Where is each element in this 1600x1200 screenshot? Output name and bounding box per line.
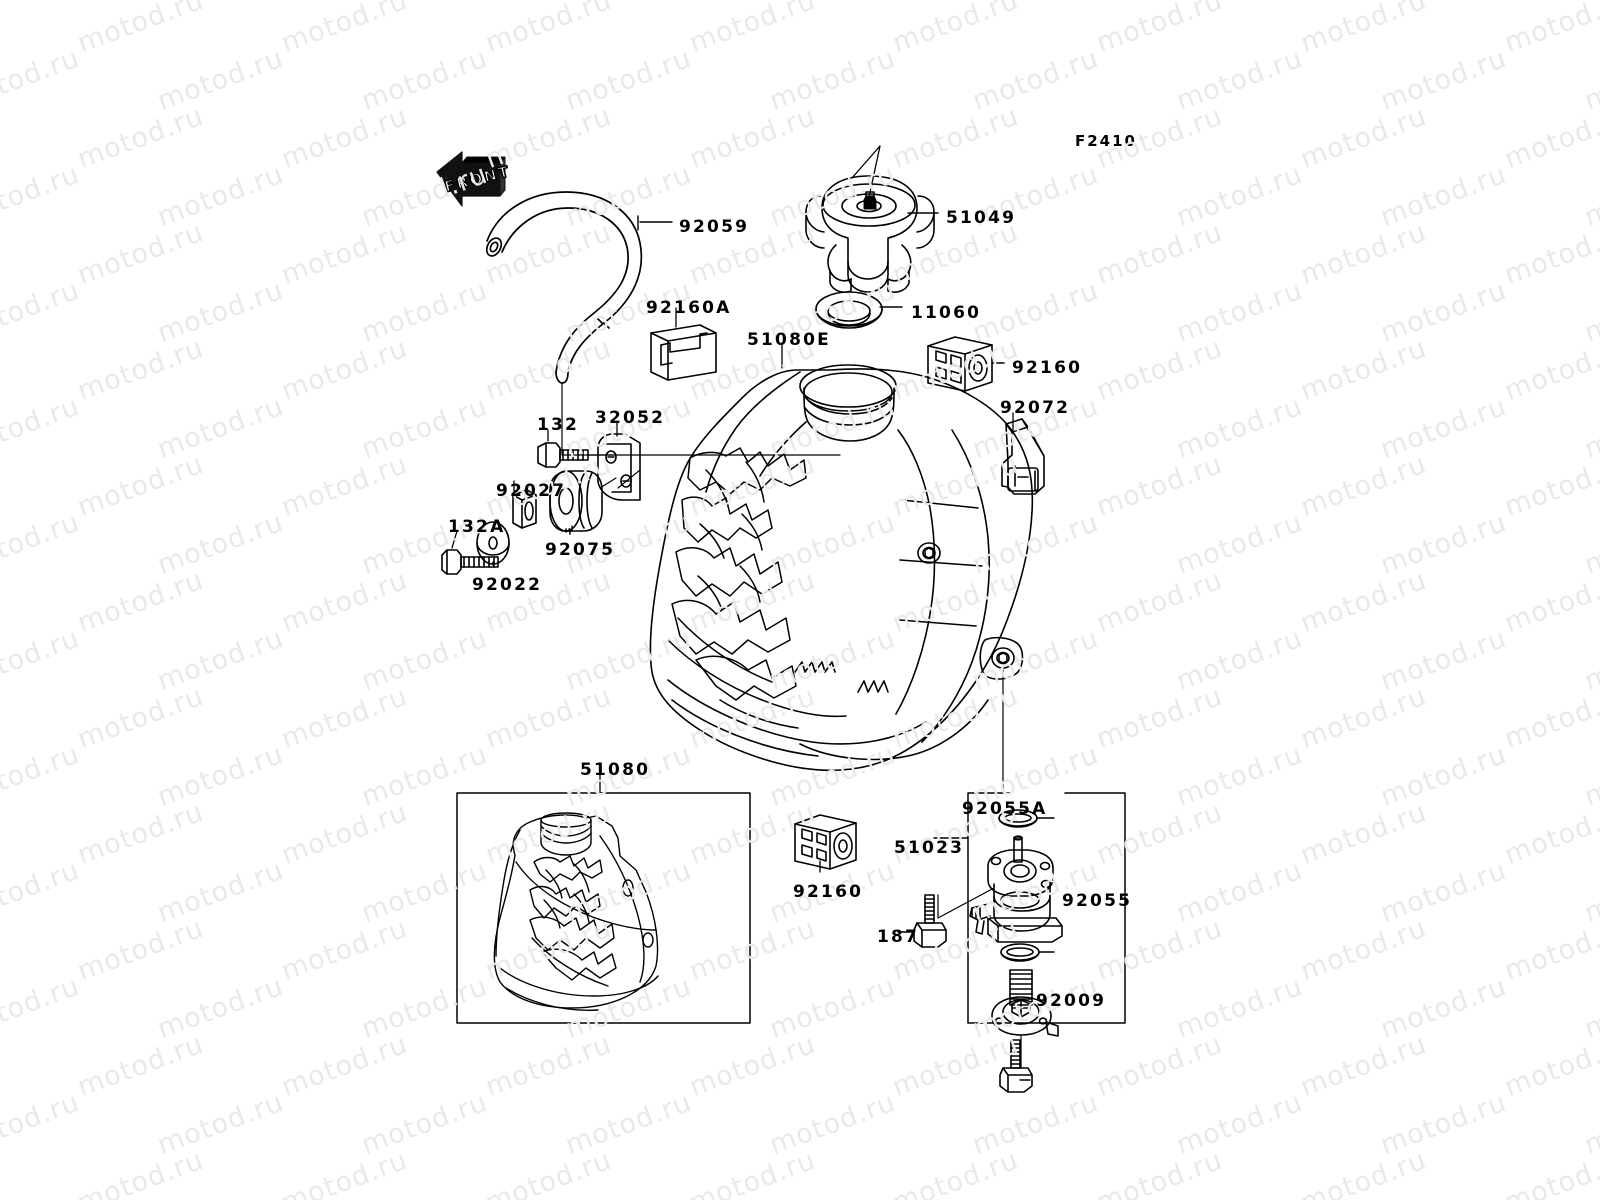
part-label-o-ring-92055[interactable]: 92055 [1062,891,1133,911]
part-label-fuel-tank-cap[interactable]: 51049 [946,208,1017,228]
bolt-132a-drawing [441,549,499,575]
damper-92075-drawing [549,470,603,532]
part-label-damper-92075[interactable]: 92075 [545,540,616,560]
part-label-damper-lower[interactable]: 92160 [793,882,864,902]
part-label-band-clamp[interactable]: 92072 [1000,398,1071,418]
part-label-fuel-hose[interactable]: 92059 [679,217,750,237]
part-label-screw-92009[interactable]: 92009 [1036,991,1107,1011]
part-label-bracket-32052[interactable]: 32052 [595,408,666,428]
part-label-collar-92027[interactable]: 92027 [496,481,567,501]
o-ring-92055-drawing [1000,891,1040,909]
fuel-hose-drawing [485,191,643,384]
part-label-bolt-132[interactable]: 132 [537,415,580,435]
tank-graphic-decal [667,447,847,729]
diagram-code: F2410 [1075,132,1137,150]
part-label-fuel-tank-51080e[interactable]: 51080E [747,330,831,350]
collar-92027-drawing [512,489,537,529]
damper-upper-drawing [927,336,993,392]
bolt-132-drawing [537,442,589,468]
part-label-bolt-187[interactable]: 187 [877,927,920,947]
part-label-o-ring-92055a[interactable]: 92055A [962,799,1048,819]
damper-92160a-drawing [650,324,717,381]
fuel-filter-spring-drawing [1009,969,1033,1006]
bolt-187-drawing [913,894,947,948]
front-arrow-icon: FRONT [436,151,513,207]
band-clamp-drawing [1001,418,1045,495]
inset-frame-51080 [456,792,751,1024]
gasket-ring-drawing [815,291,883,329]
part-label-washer-92022[interactable]: 92022 [472,575,543,595]
screw-92009-drawing [999,1039,1033,1093]
damper-lower-drawing [794,814,857,870]
valve-lever-plate-drawing [991,996,1059,1037]
fuel-cap-drawing [805,175,935,293]
part-label-bolt-132a[interactable]: 132A [448,517,506,537]
fuel-tank-inset-drawing [493,812,659,1011]
part-label-gasket-o-ring[interactable]: 11060 [911,303,982,323]
fuel-tank-main-drawing [649,364,1034,772]
part-label-damper-upper[interactable]: 92160 [1012,358,1083,378]
part-label-fuel-tap-valve[interactable]: 51023 [894,838,965,858]
part-label-damper-92160a[interactable]: 92160A [646,298,732,318]
part-label-fuel-tank-51080[interactable]: 51080 [580,760,651,780]
fuel-tap-body-drawing [969,835,1063,943]
